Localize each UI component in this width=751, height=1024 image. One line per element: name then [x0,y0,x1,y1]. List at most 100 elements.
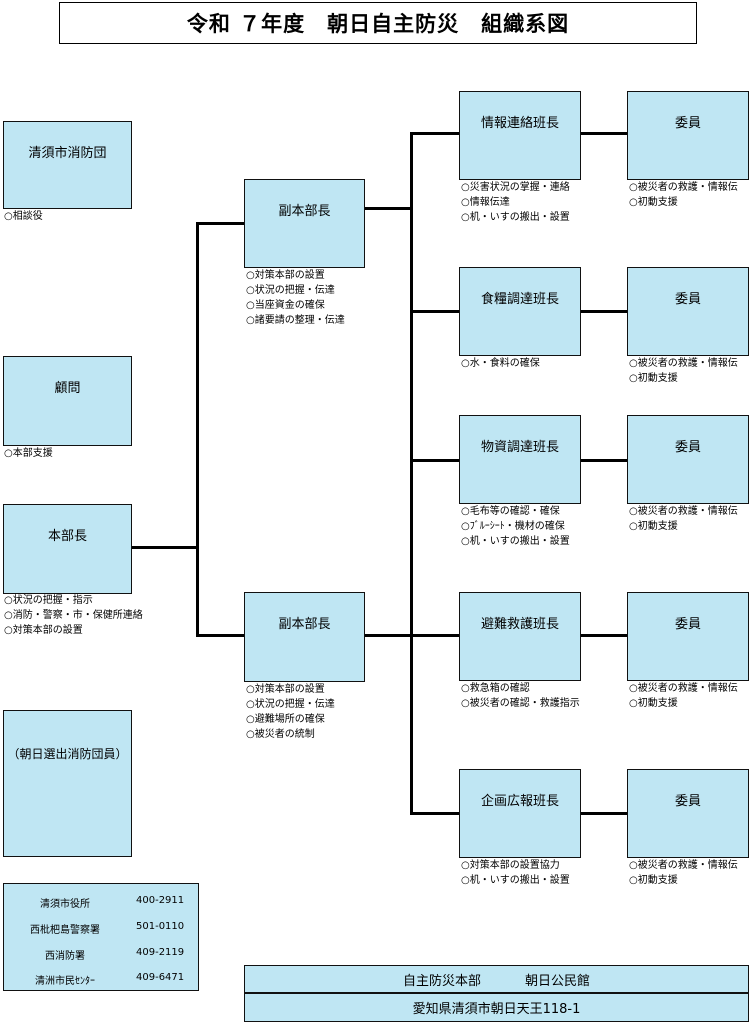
note-line: ○相談役 [4,211,43,222]
headquarters-address-bar: 愛知県清須市朝日天王118-1 [244,993,749,1022]
note-line: ○対策本部の設置 [246,684,325,695]
note-line: ○情報伝達 [461,197,510,208]
member-box-1: 委員 [627,91,749,180]
contact-row: 清洲市民ｾﾝﾀｰ 409-6471 [4,972,198,988]
fire-brigade-label: 清須市消防団 [28,146,107,161]
fire-brigade-box: 清須市消防団 [3,121,132,209]
note-line: ○当座資金の確保 [246,300,325,311]
member-notes-4: ○被災者の救護・情報伝 ○初動支援 [629,681,738,711]
note-line: ○状況の把握・伝達 [246,285,335,296]
contact-phone: 400-2911 [136,895,185,906]
member-notes-3: ○被災者の救護・情報伝 ○初動支援 [629,504,738,534]
connector-right-spine [410,132,413,815]
deputy-box-1: 副本部長 [244,179,365,268]
contact-name: 清洲市民ｾﾝﾀｰ [35,976,95,987]
note-line: ○被災者の統制 [246,729,315,740]
member-box-5: 委員 [627,769,749,858]
note-line: ○初動支援 [629,698,678,709]
headquarters-address: 愛知県清須市朝日天王118-1 [412,1002,581,1017]
note-line: ○被災者の確認・救護指示 [461,698,580,709]
team-box-1: 情報連絡班長 [459,91,581,180]
member-label: 委員 [674,617,701,632]
team-box-4: 避難救護班長 [459,592,581,681]
note-line: ○対策本部の設置協力 [461,860,560,871]
connector-chief-to-spine [132,546,198,549]
member-label: 委員 [674,440,701,455]
note-line: ○被災者の救護・情報伝 [629,683,738,694]
deputy-notes-2: ○対策本部の設置 ○状況の把握・伝達 ○避難場所の確保 ○被災者の統制 [246,682,335,742]
local-firefighters-box: （朝日選出消防団員） [3,710,132,857]
note-line: ○被災者の救護・情報伝 [629,506,738,517]
note-line: ○被災者の救護・情報伝 [629,182,738,193]
contact-name: 西枇杷島警察署 [30,925,100,936]
contact-row: 西消防署 409-2119 [4,947,198,963]
team-notes-3: ○毛布等の確認・確保 ○ﾌﾞﾙｰｼｰﾄ・機材の確保 ○机・いすの搬出・設置 [461,504,570,549]
note-line: ○状況の把握・指示 [4,595,93,606]
team-notes-4: ○救急箱の確認 ○被災者の確認・救護指示 [461,681,580,711]
note-line: ○消防・警察・市・保健所連絡 [4,610,143,621]
member-notes-2: ○被災者の救護・情報伝 ○初動支援 [629,356,738,386]
connector-spine-to-team-3 [410,459,460,462]
note-line: ○机・いすの搬出・設置 [461,875,570,886]
note-line: ○状況の把握・伝達 [246,699,335,710]
note-line: ○被災者の救護・情報伝 [629,358,738,369]
contact-list: 清須市役所 400-2911 西枇杷島警察署 501-0110 西消防署 409… [3,883,199,991]
team-label: 避難救護班長 [480,617,559,632]
contact-phone: 501-0110 [136,921,185,932]
team-notes-5: ○対策本部の設置協力 ○机・いすの搬出・設置 [461,858,570,888]
member-notes-1: ○被災者の救護・情報伝 ○初動支援 [629,180,738,210]
connector-team-3-to-member [580,459,628,462]
connector-spine-to-team-4 [410,634,460,637]
team-box-2: 食糧調達班長 [459,267,581,356]
note-line: ○諸要請の整理・伝達 [246,315,345,326]
note-line: ○被災者の救護・情報伝 [629,860,738,871]
note-line: ○対策本部の設置 [4,625,83,636]
connector-spine-to-deputy-2 [196,634,245,637]
note-line: ○初動支援 [629,197,678,208]
deputy-notes-1: ○対策本部の設置 ○状況の把握・伝達 ○当座資金の確保 ○諸要請の整理・伝達 [246,268,345,328]
note-line: ○水・食料の確保 [461,358,540,369]
connector-team-1-to-member [580,132,628,135]
team-box-3: 物資調達班長 [459,415,581,504]
note-line: ○避難場所の確保 [246,714,325,725]
connector-spine-to-team-5 [410,812,460,815]
contact-phone: 409-2119 [136,947,185,958]
deputy-label: 副本部長 [278,204,331,219]
member-box-3: 委員 [627,415,749,504]
headquarters-place: 朝日公民館 [525,973,591,989]
member-label: 委員 [674,292,701,307]
advisor-box: 顧問 [3,356,132,446]
connector-spine-to-team-1 [410,132,460,135]
contact-phone: 409-6471 [136,972,185,983]
chief-label: 本部長 [47,529,87,544]
deputy-box-2: 副本部長 [244,592,365,682]
note-line: ○初動支援 [629,521,678,532]
member-box-2: 委員 [627,267,749,356]
contact-row: 清須市役所 400-2911 [4,895,198,911]
deputy-label: 副本部長 [278,617,331,632]
team-label: 食糧調達班長 [480,292,559,307]
note-line: ○机・いすの搬出・設置 [461,212,570,223]
note-line: ○災害状況の掌握・連絡 [461,182,570,193]
team-label: 情報連絡班長 [480,116,559,131]
local-firefighters-label: （朝日選出消防団員） [7,747,128,761]
note-line: ○初動支援 [629,373,678,384]
chief-notes: ○状況の把握・指示 ○消防・警察・市・保健所連絡 ○対策本部の設置 [4,593,143,638]
advisor-label: 顧問 [54,381,81,396]
connector-team-4-to-member [580,634,628,637]
note-line: ○救急箱の確認 [461,683,530,694]
note-line: ○ﾌﾞﾙｰｼｰﾄ・機材の確保 [461,521,565,532]
member-label: 委員 [674,116,701,131]
team-box-5: 企画広報班長 [459,769,581,858]
fire-brigade-notes: ○相談役 [4,209,43,224]
note-line: ○初動支援 [629,875,678,886]
connector-team-5-to-member [580,812,628,815]
member-notes-5: ○被災者の救護・情報伝 ○初動支援 [629,858,738,888]
connector-left-spine [196,222,199,637]
team-notes-1: ○災害状況の掌握・連絡 ○情報伝達 ○机・いすの搬出・設置 [461,180,570,225]
team-label: 物資調達班長 [480,440,559,455]
connector-deputy-1-to-spine [364,207,413,210]
member-box-4: 委員 [627,592,749,681]
headquarters-name-bar: 自主防災本部 朝日公民館 [244,965,749,993]
contact-name: 西消防署 [45,951,85,962]
